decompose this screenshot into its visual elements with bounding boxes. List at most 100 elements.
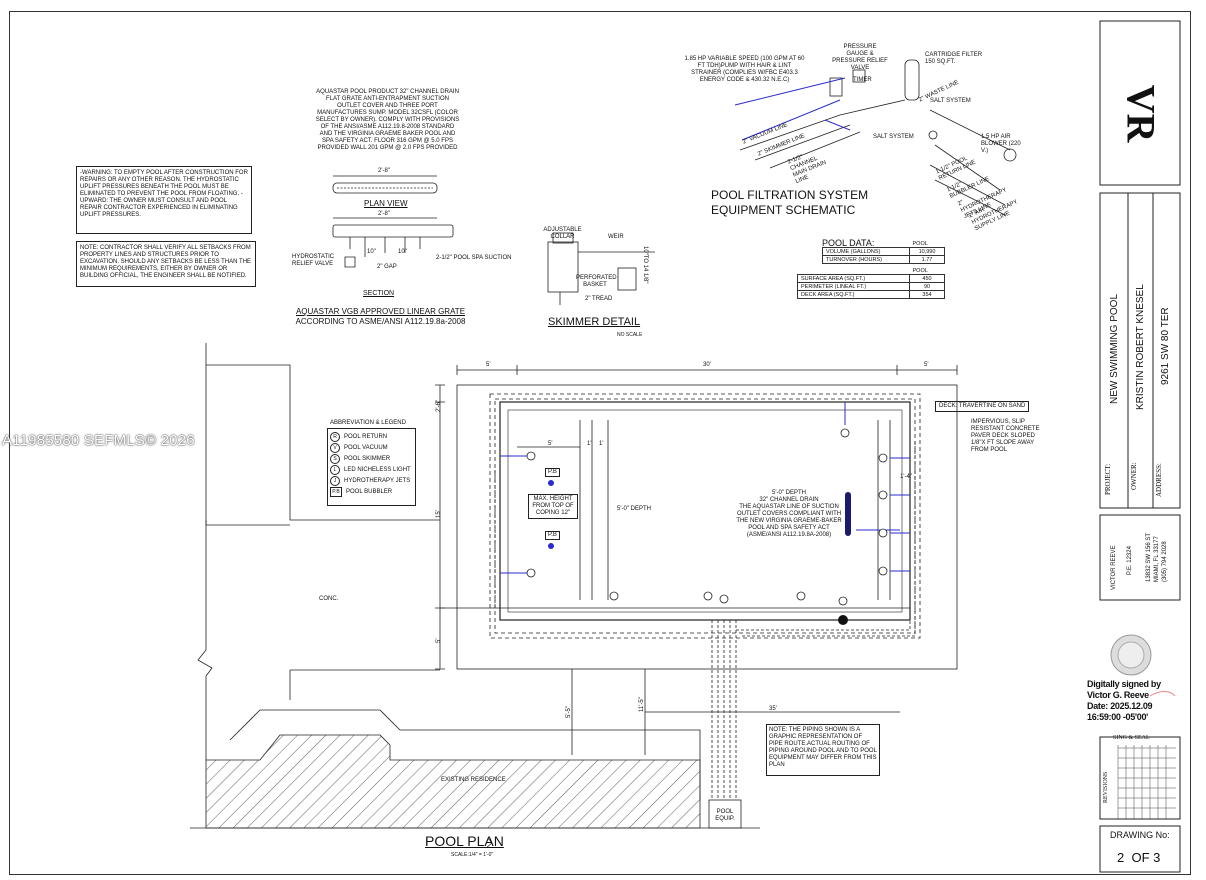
drawing-no-value: 2 OF 3 (1117, 850, 1161, 865)
drain-section (332, 224, 454, 238)
tread-label: 2" TREAD (585, 296, 613, 302)
pump-label: 1.85 HP VARIABLE SPEED (100 GPM AT 60 FT… (684, 56, 805, 83)
table-row: TURNOVER (HOURS)1.77 (822, 255, 945, 264)
residence-label: EXISTING RESIDENCE (441, 777, 506, 783)
sing-seal-label: SING & SEAL (1113, 735, 1150, 741)
mls-watermark: A11985580 SEFMLS© 2026 (2, 432, 195, 449)
equipment-title-1: POOL FILTRATION SYSTEM (711, 188, 869, 202)
project-label: PROJECT: (1104, 463, 1112, 495)
contractor-note: NOTE: CONTRACTOR SHALL VERIFY ALL SETBAC… (76, 241, 256, 287)
conc-label: CONC. (319, 596, 339, 602)
suction-label: 2-1/2" POOL SPA SUCTION (436, 255, 512, 261)
pool-equip-pad (708, 799, 742, 829)
skimmer-scale: NO SCALE (617, 332, 643, 338)
plan-view-label: PLAN VIEW (364, 199, 408, 208)
pool-data-table-1: POOL VOLUME (GALLONS)10,990 TURNOVER (HO… (822, 240, 945, 264)
table-row: PERIMETER (LINEAL FT.)90 (797, 282, 945, 291)
hydrostatic-label: HYDROSTATIC RELIEF VALVE (292, 254, 335, 267)
owner-label: OWNER: (1130, 462, 1138, 490)
dim-30: 30' (703, 362, 711, 368)
dim-15: 15' (436, 510, 442, 518)
pool-depth: 5'-0" DEPTH (617, 506, 651, 512)
collar-label: ADJUSTABLE COLLAR (543, 227, 582, 240)
dim-5-bottom: 5' (436, 638, 442, 643)
engineer-address-2: MIAMI, FL 33177 (1154, 536, 1160, 582)
drawing-no-label: DRAWING No: (1110, 830, 1170, 840)
dim-1-a: 1' (587, 441, 592, 447)
pump (829, 77, 843, 97)
pool-data-title: POOL DATA: (822, 238, 875, 248)
owner-name: KRISTIN ROBERT KNESEL (1135, 284, 1146, 410)
revisions-label: REVISIONS (1103, 771, 1109, 803)
pool-col-header-2: POOL (912, 267, 928, 274)
dim-1-b: 1' (599, 441, 604, 447)
pool-data-table-2: POOL SURFACE AREA (SQ.FT.)450 PERIMETER … (797, 267, 945, 299)
skimmer-body (547, 241, 579, 293)
dim-10-a: 10" (367, 249, 376, 255)
pool-equip-label: POOL EQUIP. (715, 809, 735, 822)
filter (904, 59, 920, 101)
engineer-pe: P.E. 12324 (1127, 546, 1133, 575)
bubbler-tag-2: P.B (545, 531, 560, 540)
section-label: SECTION (363, 290, 395, 297)
filter-label: CARTRIDGE FILTER 150 SQ.FT. (925, 52, 983, 65)
engineer-address-1: 13832 SW 156 ST (1146, 532, 1152, 582)
channel-drain (845, 492, 851, 536)
weir-label: WEIR (608, 234, 624, 240)
drain-dim-section: 2'-8" (378, 211, 390, 217)
pool-plan-scale: SCALE:1/4" = 1'-0" (451, 852, 494, 858)
impervious-note: IMPERVIOUS, SLIP RESISTANT CONCRETE PAVE… (971, 419, 1040, 453)
drain-dim-plan: 2'-8" (378, 168, 390, 174)
blower-label: 1.5 HP AIR BLOWER (220 V.) (981, 134, 1021, 154)
dim-5-5: 5'-5" (566, 706, 572, 718)
piping-note: NOTE: THE PIPING SHOWN IS A GRAPHIC REPR… (766, 724, 880, 776)
drain-subtitle: ACCORDING TO ASME/ANSI A112.19.8a-2008 (295, 317, 466, 326)
deck-outline (456, 384, 958, 670)
engineer-phone: (305) 794 2028 (1162, 541, 1168, 582)
drain-callout: 5'-0" DEPTH 32" CHANNEL DRAIN THE AQUAST… (736, 490, 842, 538)
dim-11-5: 11'-5" (639, 697, 645, 712)
salt-system-label-1: SALT SYSTEM (930, 98, 971, 104)
skimmer-title: SKIMMER DETAIL (548, 316, 641, 328)
dim-5-right: 5' (924, 362, 929, 368)
dim-2-6: 2'-6" (436, 400, 442, 412)
bubbler-tag-1: P.B (545, 468, 560, 477)
address-value: 9261 SW 80 TER (1160, 307, 1171, 385)
address-label: ADDRESS: (1155, 463, 1163, 497)
equipment-title-2: EQUIPMENT SCHEMATIC (711, 203, 856, 217)
engineer-name: VICTOR REEVE (1111, 545, 1117, 590)
gauge-label: PRESSURE GAUGE & PRESSURE RELIEF VALVE (832, 44, 888, 71)
drain-plan-grate (332, 182, 438, 194)
dim-5-step: 5' (548, 441, 553, 447)
table-row: SURFACE AREA (SQ.FT.)450 (797, 274, 945, 283)
dim-1-4: 1'-4" (900, 474, 912, 480)
drain-description: AQUASTAR POOL PRODUCT 32" CHANNEL DRAIN … (315, 89, 460, 151)
timer-label: TIMER (853, 77, 872, 83)
firm-logo: VR (1118, 84, 1164, 143)
deck-label: DECK: TRAVERTINE ON SAND (935, 401, 1030, 412)
table-row: VOLUME (GALLONS)10,990 (822, 247, 945, 256)
salt-system-label-2: SALT SYSTEM (873, 134, 914, 140)
digital-signature: Digitally signed by Victor G. Reeve Date… (1087, 679, 1161, 722)
pool-col-header: POOL (912, 240, 928, 247)
sheet-border (9, 11, 1191, 875)
legend-title: ABBREVIATION & LEGEND (330, 420, 406, 426)
warning-note: -WARNING: TO EMPTY POOL AFTER CONSTRUCTI… (76, 166, 252, 234)
dim-35: 35' (769, 706, 777, 712)
dim-10-b: 10" (398, 249, 407, 255)
gap-label: 2" GAP (377, 264, 397, 270)
max-height-note: MAX. HEIGHT FROM TOP OF COPING 12" (528, 494, 578, 519)
project-name: NEW SWIMMING POOL (1109, 294, 1120, 404)
pool-plan-title: POOL PLAN (425, 833, 504, 849)
depth-range-label: 10"TO 14 1/8" (642, 246, 648, 284)
dim-5-left: 5' (486, 362, 491, 368)
table-row: DECK AREA (SQ.FT.)354 (797, 290, 945, 299)
